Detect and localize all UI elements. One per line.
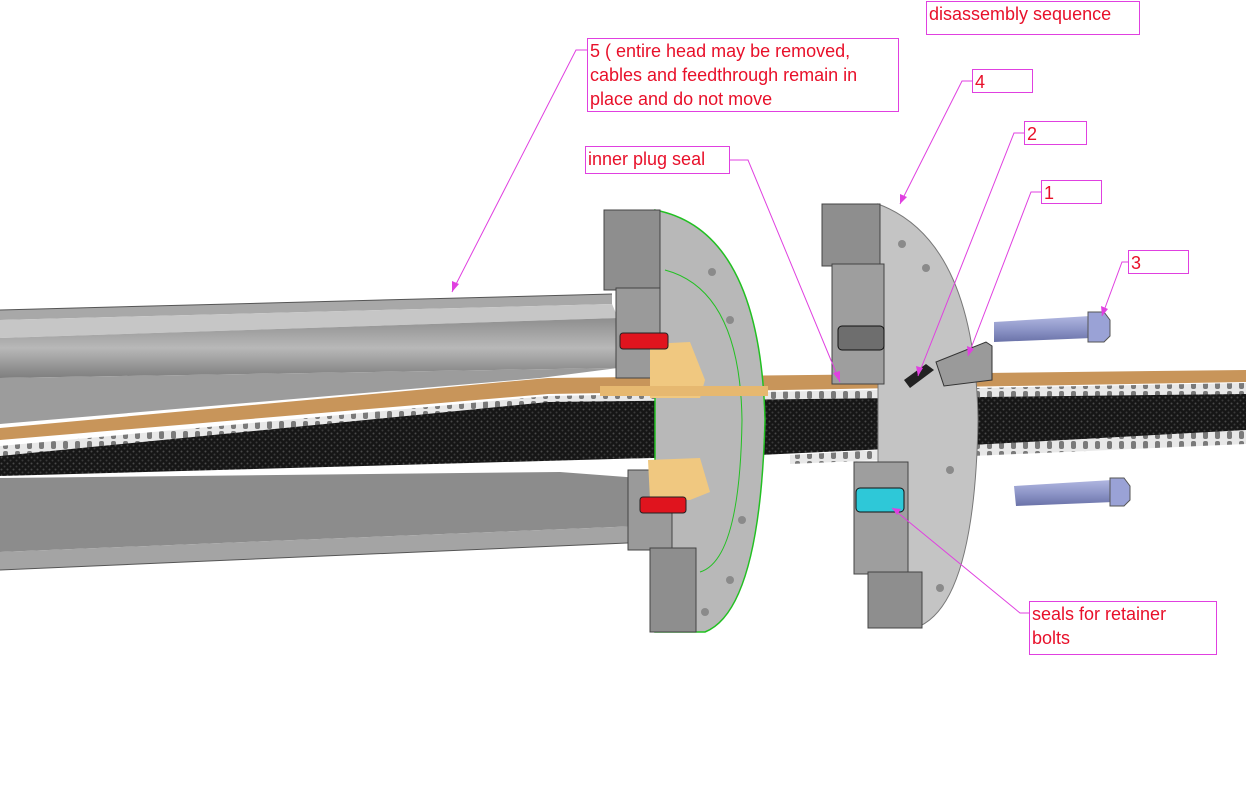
head-flange xyxy=(600,209,768,633)
cyan-seal xyxy=(855,487,905,513)
leader-step1 xyxy=(967,191,1041,357)
red-seal-lower xyxy=(639,496,687,514)
leader-seals xyxy=(891,507,1029,614)
step2-callout: 2 xyxy=(1024,121,1087,145)
step5-callout: 5 ( entire head may be removed, cables a… xyxy=(587,38,899,112)
retainer-bolt-upper xyxy=(994,311,1111,343)
housing-tube xyxy=(0,293,651,571)
retainer-bolt-seals-callout: seals for retainer bolts xyxy=(1029,601,1217,655)
retainer-bolt-lower xyxy=(1014,477,1131,507)
leader-step5 xyxy=(451,49,587,293)
step1-callout: 1 xyxy=(1041,180,1102,204)
step3-callout: 3 xyxy=(1128,250,1189,274)
leader-lines xyxy=(451,49,1128,614)
leader-arrowheads xyxy=(452,194,1108,515)
retaining-ring xyxy=(904,341,993,388)
step4-callout: 4 xyxy=(972,69,1033,93)
red-seal-upper xyxy=(619,332,669,350)
leader-step2 xyxy=(917,132,1024,377)
inner-plug-seal-callout: inner plug seal xyxy=(585,146,730,174)
diagram-title: disassembly sequence xyxy=(926,1,1140,35)
retainer-plate xyxy=(821,203,979,629)
leader-step3 xyxy=(1101,261,1128,317)
leader-inner-plug-seal xyxy=(730,159,841,383)
leader-step4 xyxy=(899,80,972,205)
